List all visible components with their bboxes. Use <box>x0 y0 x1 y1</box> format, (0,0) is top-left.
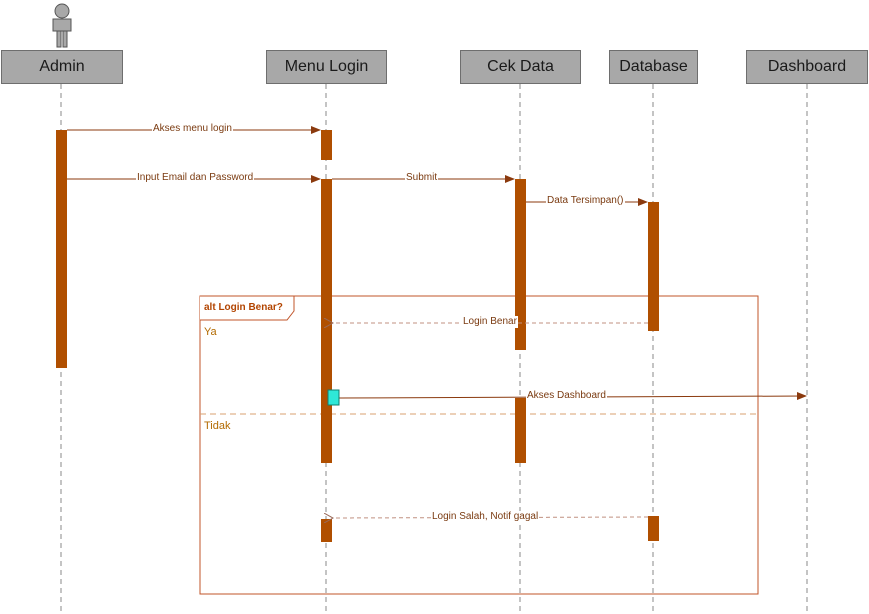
alt-fragment-frame <box>199 295 759 595</box>
activation-bar-admin <box>56 130 67 368</box>
guard-tidak: Tidak <box>204 420 231 432</box>
activation-bar-database-2 <box>648 516 659 541</box>
lifeline-cek-data[interactable]: Cek Data <box>460 50 581 84</box>
activation-bar-menu-login-2 <box>321 179 332 463</box>
lifeline-label: Admin <box>39 58 85 75</box>
lifeline-menu-login[interactable]: Menu Login <box>266 50 387 84</box>
activation-bar-menu-login-3 <box>321 519 332 542</box>
alt-fragment-tab <box>200 295 295 321</box>
message-label-submit: Submit <box>405 172 439 184</box>
lifeline-admin[interactable]: Admin <box>1 50 123 84</box>
actor-icon <box>52 3 72 48</box>
selection-handle[interactable] <box>327 389 340 406</box>
message-label-login-salah: Login Salah, Notif gagal <box>431 511 540 523</box>
message-label-login-benar: Login Benar <box>462 316 518 328</box>
alt-fragment-label: alt Login Benar? <box>204 302 283 313</box>
guard-ya: Ya <box>204 326 217 338</box>
message-label-data-tersimpan: Data Tersimpan() <box>546 195 625 207</box>
lifeline-label: Cek Data <box>487 58 554 75</box>
activation-bar-cek-data-1 <box>515 179 526 350</box>
lifeline-label: Menu Login <box>284 58 369 75</box>
message-label-akses-menu-login: Akses menu login <box>152 123 233 135</box>
activation-bar-database-1 <box>648 202 659 331</box>
lifeline-label: Database <box>619 58 688 75</box>
lifeline-database[interactable]: Database <box>609 50 698 84</box>
lifeline-dashboard[interactable]: Dashboard <box>746 50 868 84</box>
activation-bar-menu-login-1 <box>321 130 332 160</box>
activation-bar-cek-data-2 <box>515 398 526 463</box>
message-label-input-email: Input Email dan Password <box>136 172 255 184</box>
lifeline-label: Dashboard <box>767 58 847 75</box>
message-label-akses-dashboard: Akses Dashboard <box>526 390 607 402</box>
